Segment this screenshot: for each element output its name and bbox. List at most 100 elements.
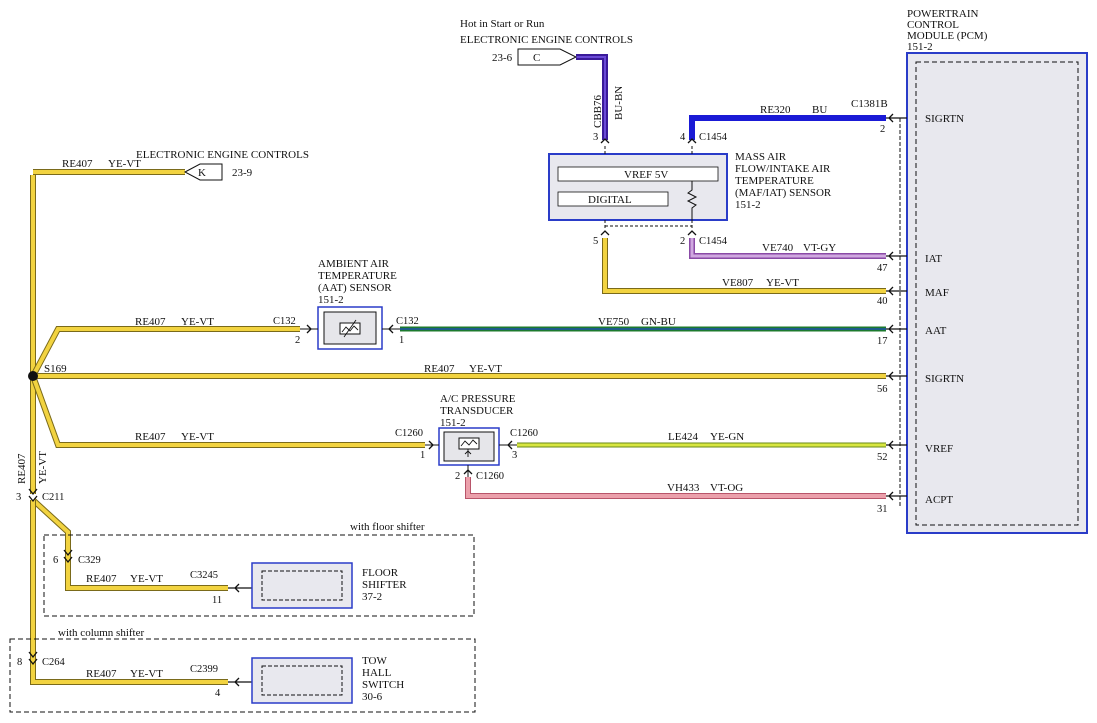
floor-device-pin: 11 — [212, 595, 222, 606]
pcm-pin-label: AAT — [925, 325, 947, 337]
re407-main-circuit: RE407 — [424, 363, 455, 375]
vh433-color: VT-OG — [710, 482, 743, 494]
wire-ve807 — [602, 238, 886, 294]
pcm-title-2: CONTROL — [907, 19, 959, 31]
aat-conn-left: C132 — [273, 316, 296, 327]
maf-title-2: FLOW/INTAKE AIR — [735, 163, 831, 175]
connector-c-letter: C — [533, 52, 540, 64]
pcm-pin-label: VREF — [925, 443, 953, 455]
aat-conn-right: C132 — [396, 316, 419, 327]
pcm-pin-label: MAF — [925, 287, 949, 299]
acp-transducer[interactable] — [438, 427, 500, 466]
pcm-pin-iat[interactable]: IAT 47 — [877, 251, 942, 274]
floor-shifter-group: with floor shifter 6 C329 RE407 YE-VT C3… — [43, 521, 475, 617]
pcm-pin-acpt[interactable]: ACPT 31 — [877, 491, 953, 515]
maf-iat-sensor[interactable]: VREF 5V DIGITAL — [548, 146, 728, 230]
pcm-title: POWERTRAIN CONTROL MODULE (PCM) 151-2 — [907, 8, 988, 53]
column-conn-pin: 8 — [17, 657, 22, 668]
top-feed-ref-title: ELECTRONIC ENGINE CONTROLS — [460, 34, 633, 46]
pcm-pin-number: 17 — [877, 336, 888, 347]
top-feed: Hot in Start or Run ELECTRONIC ENGINE CO… — [460, 18, 633, 128]
maf-title-3: TEMPERATURE — [735, 175, 814, 187]
connector-c-flag[interactable]: C — [517, 48, 578, 66]
re407-main-color: YE-VT — [469, 363, 502, 375]
maf-conn-top: C1454 — [699, 132, 728, 143]
maf-title-5: 151-2 — [735, 199, 761, 211]
re407-ac-color: YE-VT — [181, 431, 214, 443]
floor-title-1: FLOOR — [362, 567, 399, 579]
pcm-pin-sigrtn-56[interactable]: SIGRTN 56 — [877, 371, 964, 395]
pcm-pin-label: ACPT — [925, 494, 953, 506]
aat-sensor[interactable] — [317, 306, 383, 350]
re407-floor-color: YE-VT — [130, 573, 163, 585]
hot-note: Hot in Start or Run — [460, 18, 545, 30]
re407-vertical-color: YE-VT — [37, 451, 49, 484]
floor-device-conn: C3245 — [190, 570, 218, 581]
pcm-pin-number: 47 — [877, 263, 888, 274]
wire-cbb76 — [576, 54, 608, 140]
pcm-pin-label: IAT — [925, 253, 942, 265]
maf-pin-4: 4 — [680, 132, 686, 143]
floor-group-label: with floor shifter — [350, 521, 425, 533]
ve740-color: VT-GY — [803, 242, 836, 254]
maf-pin-arrows — [600, 138, 697, 236]
wire-re407-floor — [30, 497, 228, 591]
left-feed-ref-page: 23-9 — [232, 167, 253, 179]
tow-hall-switch-module[interactable] — [251, 657, 353, 704]
pcm-pin-number: 2 — [880, 124, 885, 135]
floor-shifter-module[interactable] — [251, 562, 353, 609]
pcm-pin-label: SIGRTN — [925, 373, 964, 385]
wire-vh433 — [465, 477, 886, 499]
wires — [30, 54, 886, 685]
ve750-circuit: VE750 — [598, 316, 630, 328]
acp-title-3: 151-2 — [440, 417, 466, 429]
wire-re407-tow — [30, 500, 228, 685]
c211-label: C211 — [42, 492, 64, 503]
pcm-module[interactable] — [899, 52, 1088, 534]
wire-re407-ac — [30, 374, 425, 448]
maf-title-4: (MAF/IAT) SENSOR — [735, 187, 832, 199]
maf-pin-5: 5 — [593, 236, 598, 247]
maf-pin-2: 2 — [680, 236, 685, 247]
pcm-pin-label: SIGRTN — [925, 113, 964, 125]
wire-re407-trunk — [30, 169, 185, 494]
wire-re320 — [689, 115, 886, 140]
left-feed-color: YE-VT — [108, 158, 141, 170]
floor-title-2: SHIFTER — [362, 579, 407, 591]
connector-k-flag[interactable]: K — [183, 163, 223, 181]
column-conn: C264 — [42, 657, 66, 668]
column-shifter-group: with column shifter 8 C264 RE407 YE-VT C… — [9, 627, 476, 713]
re320-circuit: RE320 — [760, 104, 791, 116]
acp-conn-left: C1260 — [395, 428, 423, 439]
acp-title: A/C PRESSURE TRANSDUCER 151-2 — [440, 393, 516, 429]
pcm-connector: C1381B — [851, 98, 888, 110]
left-feed-ref-title: ELECTRONIC ENGINE CONTROLS — [136, 149, 309, 161]
acp-pin-bottom: 2 — [455, 471, 460, 482]
pcm-pin-vref[interactable]: VREF 52 — [877, 440, 953, 463]
tow-title-2: HALL — [362, 667, 392, 679]
acp-conn-bottom: C1260 — [476, 471, 504, 482]
c211-pin: 3 — [16, 492, 21, 503]
column-group-label: with column shifter — [58, 627, 144, 639]
left-feed-circuit: RE407 — [62, 158, 93, 170]
pcm-pin-maf[interactable]: MAF 40 — [877, 286, 949, 307]
wire-re407-aat — [30, 326, 300, 378]
re407-tow-color: YE-VT — [130, 668, 163, 680]
maf-title: MASS AIR FLOW/INTAKE AIR TEMPERATURE (MA… — [735, 151, 832, 211]
ve750-color: GN-BU — [641, 316, 676, 328]
le424-color: YE-GN — [710, 431, 744, 443]
pcm-pin-number: 52 — [877, 452, 888, 463]
vh433-circuit: VH433 — [667, 482, 700, 494]
pcm-title-1: POWERTRAIN — [907, 8, 979, 20]
maf-conn-bottom: C1454 — [699, 236, 728, 247]
tow-title-1: TOW — [362, 655, 387, 667]
connector-c211[interactable]: 3 C211 — [16, 488, 64, 503]
ve740-circuit: VE740 — [762, 242, 794, 254]
pcm-pin-sigrtn-2[interactable]: SIGRTN 2 — [880, 113, 964, 135]
pcm-title-3: MODULE (PCM) — [907, 30, 988, 42]
pcm-pin-aat[interactable]: AAT 17 — [877, 324, 947, 347]
floor-conn: C329 — [78, 555, 101, 566]
re407-aat-color: YE-VT — [181, 316, 214, 328]
splice-s169[interactable] — [28, 371, 38, 381]
